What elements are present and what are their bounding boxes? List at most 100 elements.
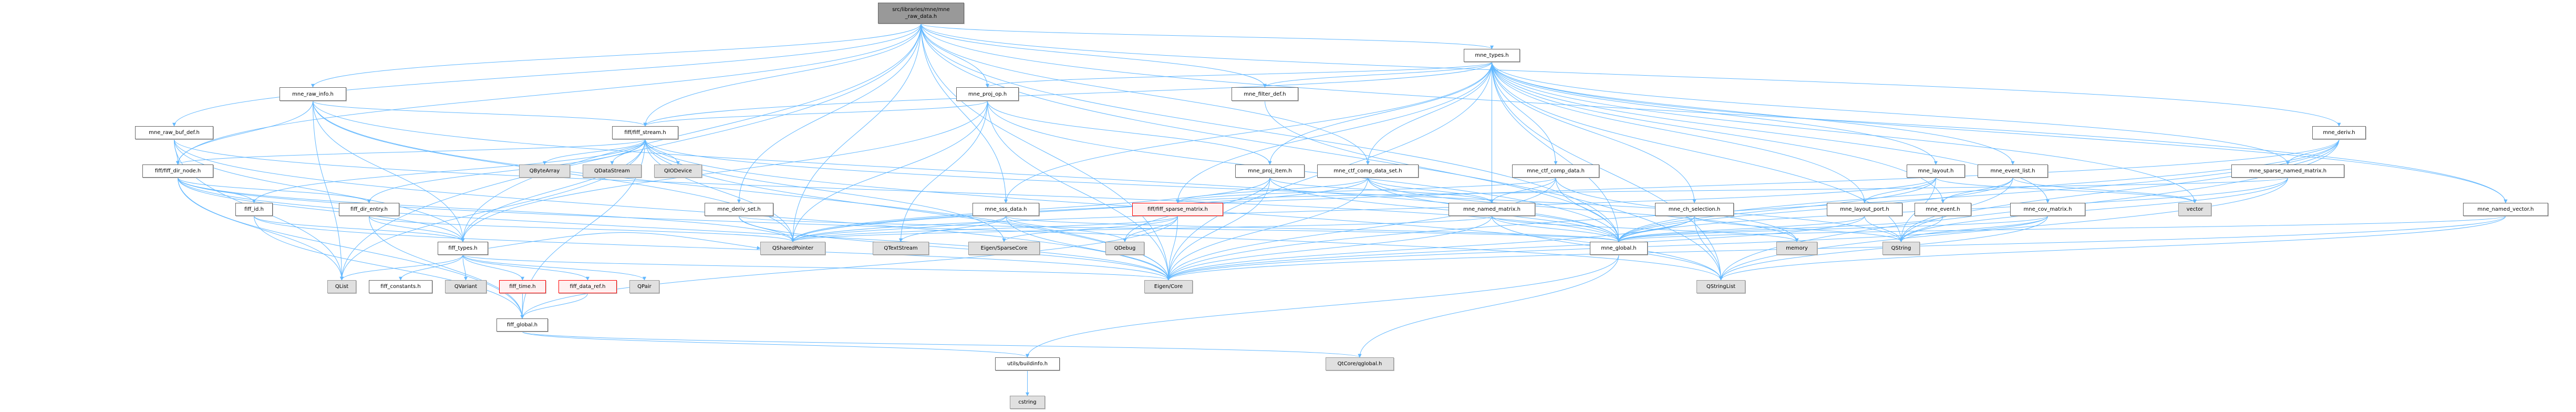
- edge-mne_raw_buf_def-to-mne_global: [174, 139, 1621, 242]
- edge-mne_global-to-qglobal: [1358, 254, 1619, 358]
- edge-root-to-mne_raw_buf_def: [172, 23, 922, 127]
- node-buildinfo[interactable]: utils/buildinfo.h: [995, 357, 1060, 370]
- node-label: QSharedPointer: [772, 245, 814, 251]
- node-mne-raw-buf-def[interactable]: mne_raw_buf_def.h: [135, 126, 213, 139]
- edge-mne_sparse_named_matrix-to-QString: [1899, 177, 2288, 242]
- node-mne-cov-matrix[interactable]: mne_cov_matrix.h: [2010, 203, 2085, 216]
- node-label: mne_layout.h: [1918, 168, 1954, 174]
- node-fiff-dir-entry[interactable]: fiff_dir_entry.h: [339, 203, 399, 216]
- node-mne-ch-selection[interactable]: mne_ch_selection.h: [1655, 203, 1734, 216]
- node-fiff-constants[interactable]: fiff_constants.h: [369, 280, 432, 293]
- node-EigenSparseCore: Eigen/SparseCore: [968, 242, 1040, 255]
- edge-root-to-fiff_types: [461, 23, 922, 242]
- edge-mne_named_matrix-to-mne_global: [1492, 215, 1621, 242]
- edge-mne_ctf_comp_data_set-to-mne_named_matrix: [1368, 177, 1494, 203]
- node-fiff-global[interactable]: fiff_global.h: [496, 318, 548, 332]
- edge-mne_global-to-buildinfo: [1026, 254, 1619, 358]
- edge-mne_named_vector-to-mne_global: [1617, 215, 2506, 242]
- node-root[interactable]: src/libraries/mne/mne_raw_data.h: [878, 3, 964, 24]
- edge-fiff_sparse_matrix-to-fiff_global: [520, 215, 1178, 319]
- edge-mne_types-to-QStringList: [1492, 61, 1723, 281]
- node-mne-proj-op[interactable]: mne_proj_op.h: [956, 87, 1019, 101]
- edge-mne_layout_port-to-QString: [1864, 215, 1903, 242]
- edge-mne_sss_data-to-mne_global: [1006, 215, 1621, 242]
- node-mne-filter-def[interactable]: mne_filter_def.h: [1232, 87, 1298, 101]
- edge-mne_types-to-mne_proj_op: [986, 61, 1492, 88]
- node-mne-sparse-named-matrix[interactable]: mne_sparse_named_matrix.h: [2231, 164, 2344, 178]
- node-mne-raw-info[interactable]: mne_raw_info.h: [280, 87, 346, 101]
- edge-mne_proj_item-to-EigenCore: [1166, 177, 1270, 281]
- node-label: QIODevice: [664, 168, 692, 174]
- edge-mne_layout_port-to-EigenCore: [1166, 215, 1865, 281]
- edge-root-to-mne_types: [920, 23, 1494, 49]
- edge-fiff_dir_node-to-fiff_types: [178, 177, 465, 242]
- node-fiff-dir-node[interactable]: fiff/fiff_dir_node.h: [142, 164, 213, 178]
- edge-root-to-mne_sss_data: [920, 23, 1008, 203]
- node-label: mne_deriv.h: [2323, 130, 2355, 136]
- node-label: cstring: [1018, 399, 1037, 405]
- node-mne-sss-data[interactable]: mne_sss_data.h: [973, 203, 1039, 216]
- edge-fiff_dir_node-to-EigenCore: [178, 177, 1171, 281]
- edge-root-to-fiff_stream: [643, 23, 922, 127]
- edge-mne_ctf_comp_data-to-fiff_sparse_matrix: [1176, 177, 1556, 203]
- node-fiff-time[interactable]: fiff_time.h: [499, 280, 546, 293]
- edge-mne_sparse_named_matrix-to-QStringList: [1719, 177, 2288, 281]
- node-label: mne_filter_def.h: [1244, 91, 1286, 97]
- node-mne-types[interactable]: mne_types.h: [1464, 49, 1520, 62]
- edge-mne_types-to-mne_sss_data: [1004, 61, 1492, 203]
- node-fiff-data-ref[interactable]: fiff_data_ref.h: [558, 280, 617, 293]
- edge-mne_layout-to-QSharedPointer: [791, 177, 1936, 242]
- node-mne-global[interactable]: mne_global.h: [1590, 242, 1648, 255]
- node-mne-proj-item[interactable]: mne_proj_item.h: [1235, 164, 1305, 178]
- node-label: QTextStream: [884, 245, 918, 251]
- node-mne-ctf-comp-data[interactable]: mne_ctf_comp_data.h: [1512, 164, 1599, 178]
- node-cstring: cstring: [1010, 396, 1045, 409]
- node-EigenCore: Eigen/Core: [1144, 280, 1193, 293]
- edge-mne_sss_data-to-QTextStream: [899, 215, 1006, 242]
- node-label: fiff/fiff_sparse_matrix.h: [1147, 207, 1208, 212]
- node-mne-named-matrix[interactable]: mne_named_matrix.h: [1449, 203, 1535, 216]
- edge-root-to-fiff_dir_node: [176, 23, 922, 165]
- node-mne-ctf-comp-data-set[interactable]: mne_ctf_comp_data_set.h: [1317, 164, 1419, 178]
- edge-mne_raw_info-to-fiff_stream: [313, 100, 647, 127]
- edge-mne_raw_info-to-QList: [313, 100, 344, 281]
- edge-mne_types-to-mne_global: [1492, 61, 1621, 242]
- node-QDebug: QDebug: [1105, 242, 1144, 255]
- edge-mne_proj_op-to-fiff_stream: [643, 100, 988, 127]
- node-fiff-types[interactable]: fiff_types.h: [438, 242, 488, 255]
- node-QDataStream: QDataStream: [583, 164, 642, 178]
- node-label: fiff_dir_entry.h: [350, 207, 388, 212]
- edge-fiff_types-to-EigenCore: [462, 254, 1171, 281]
- edge-fiff_types-to-QList: [340, 254, 463, 281]
- node-mne-layout[interactable]: mne_layout.h: [1907, 164, 1965, 178]
- node-mne-layout-port[interactable]: mne_layout_port.h: [1827, 203, 1902, 216]
- node-label: QVariant: [454, 284, 478, 290]
- edge-fiff_sparse_matrix-to-QSharedPointer: [791, 215, 1178, 242]
- node-label: mne_cov_matrix.h: [2023, 207, 2072, 212]
- node-label: mne_sss_data.h: [985, 207, 1027, 212]
- node-mne-event-list[interactable]: mne_event_list.h: [1978, 164, 2048, 178]
- edge-mne_event_list-to-mne_event: [1941, 177, 2013, 203]
- edge-mne_types-to-mne_layout_port: [1492, 61, 1867, 203]
- node-label: fiff_constants.h: [380, 284, 421, 290]
- edge-mne_raw_info-to-fiff_types: [313, 100, 465, 242]
- edge-mne_proj_op-to-fiff_types: [461, 100, 988, 242]
- node-mne-deriv[interactable]: mne_deriv.h: [2312, 126, 2366, 139]
- node-mne-deriv-set[interactable]: mne_deriv_set.h: [705, 203, 773, 216]
- node-fiff-sparse-matrix[interactable]: fiff/fiff_sparse_matrix.h: [1132, 203, 1223, 216]
- node-fiff-id[interactable]: fiff_id.h: [235, 203, 273, 216]
- edge-mne_types-to-mne_event_list: [1492, 61, 2015, 165]
- edge-mne_types-to-fiff_sparse_matrix: [1176, 61, 1492, 203]
- edge-mne_deriv-to-mne_sparse_named_matrix: [2286, 139, 2340, 165]
- edge-mne_ctf_comp_data_set-to-memory: [1368, 177, 1799, 242]
- node-qglobal: QtCore/qglobal.h: [1326, 357, 1394, 370]
- node-label: QList: [335, 284, 349, 290]
- node-fiff-stream[interactable]: fiff/fiff_stream.h: [612, 126, 678, 139]
- edge-mne_types-to-mne_cov_matrix: [1492, 61, 2050, 203]
- node-mne-named-vector[interactable]: mne_named_vector.h: [2463, 203, 2548, 216]
- edge-mne_types-to-mne_proj_item: [1268, 61, 1492, 165]
- node-mne-event[interactable]: mne_event.h: [1915, 203, 1971, 216]
- edge-fiff_stream-to-fiff_id: [252, 139, 646, 203]
- edge-mne_deriv-to-QSharedPointer: [791, 139, 2340, 242]
